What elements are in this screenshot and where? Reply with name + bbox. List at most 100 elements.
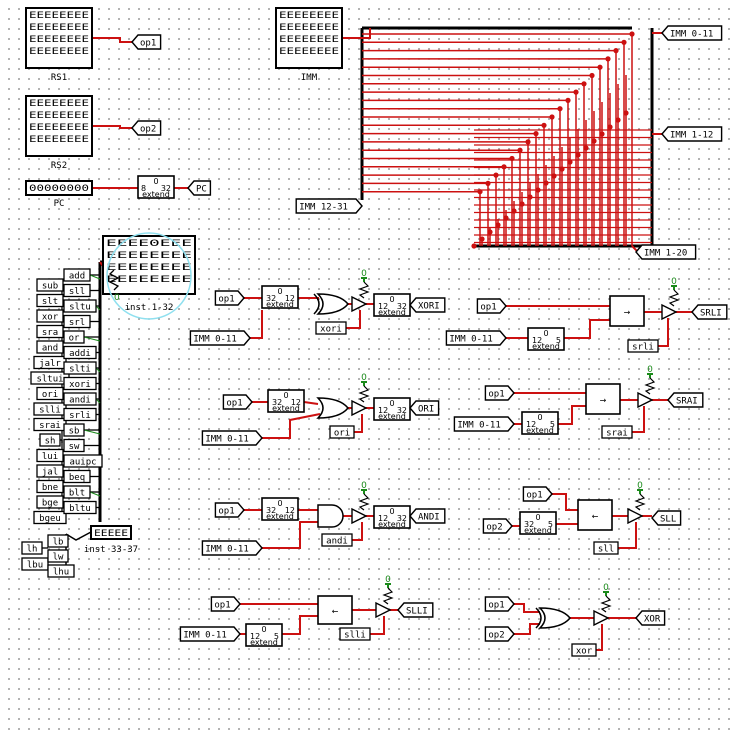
instr-or[interactable]: [63, 330, 85, 344]
srai-imm-tunnel[interactable]: [453, 416, 515, 432]
srli-extender[interactable]: [527, 327, 565, 351]
xori-extender[interactable]: [261, 285, 299, 309]
instr-jal-text: jal: [42, 468, 58, 478]
instr-bltu[interactable]: [63, 500, 97, 515]
srai-shifter[interactable]: [585, 383, 621, 415]
instr-sra[interactable]: [36, 324, 64, 339]
pc-extender[interactable]: [137, 175, 175, 199]
sll-ctrl[interactable]: [593, 541, 619, 555]
instr-bne[interactable]: [36, 479, 64, 494]
slli-op1-tunnel[interactable]: [210, 596, 241, 612]
instr-jalr-text: jalr: [39, 359, 61, 369]
imm-1-12-tunnel[interactable]: [661, 126, 723, 142]
instr-slt[interactable]: [36, 293, 64, 308]
instr-jal[interactable]: [36, 464, 64, 478]
ori-ctrl[interactable]: [329, 425, 355, 439]
instr-add[interactable]: [63, 268, 91, 282]
imm-register[interactable]: [275, 7, 343, 69]
instr-lb[interactable]: [47, 534, 69, 548]
xor-ctrl-text: xor: [576, 647, 593, 657]
instr-bge[interactable]: [36, 495, 64, 509]
xori-op1-tunnel[interactable]: [214, 290, 245, 306]
andi-extender[interactable]: [261, 497, 299, 521]
instr-xori[interactable]: [63, 376, 97, 391]
instr-lui[interactable]: [36, 448, 64, 463]
ori-extender[interactable]: [267, 389, 305, 413]
instr-lh[interactable]: [21, 541, 43, 555]
srli-imm-tunnel[interactable]: [445, 330, 507, 346]
ori-pull-resistor-icon: [358, 385, 370, 403]
xori-imm-tunnel[interactable]: [189, 330, 251, 346]
xori-out-tunnel[interactable]: [409, 297, 446, 313]
srai-out-tunnel[interactable]: [667, 392, 704, 408]
sll-op2-tunnel[interactable]: [482, 518, 513, 534]
srli-op1-tunnel[interactable]: [476, 298, 507, 314]
srli-ctrl[interactable]: [627, 339, 659, 353]
imm-fan-junction: [501, 164, 507, 170]
sll-out-tunnel[interactable]: [651, 510, 682, 526]
instr-sw-text: sw: [69, 442, 80, 452]
rs1-register[interactable]: [25, 7, 93, 69]
xor-op2-tunnel[interactable]: [484, 626, 515, 642]
instr-lw[interactable]: [47, 549, 69, 563]
srai-extender[interactable]: [521, 411, 559, 435]
xor-out-tunnel[interactable]: [635, 610, 666, 626]
instr-and[interactable]: [36, 340, 64, 354]
op1-tunnel[interactable]: [131, 34, 162, 50]
instr-ori-text: ori: [42, 390, 58, 400]
xor-ctrl[interactable]: [571, 643, 597, 657]
srai-op1-tunnel[interactable]: [484, 385, 515, 401]
ext-in: 12: [532, 336, 542, 345]
imm-0-11-tunnel[interactable]: [661, 25, 723, 41]
pc-tunnel[interactable]: [187, 180, 212, 196]
ext-in: 32: [266, 294, 276, 303]
xor-op1-tunnel[interactable]: [484, 596, 515, 612]
instr-sub[interactable]: [36, 278, 64, 292]
rs2-register[interactable]: [25, 95, 93, 157]
ori-out-tunnel[interactable]: [409, 400, 440, 416]
instr-srl[interactable]: [63, 314, 91, 329]
imm-1-20-tunnel[interactable]: [635, 244, 697, 260]
instr-srli[interactable]: [63, 407, 97, 422]
instr-bgeu[interactable]: [33, 510, 67, 525]
instr-lbu[interactable]: [21, 557, 49, 571]
ori-op1-tunnel[interactable]: [222, 394, 253, 410]
instr-beq[interactable]: [63, 469, 91, 484]
srai-ctrl[interactable]: [601, 425, 633, 439]
instr-sltu[interactable]: [63, 299, 97, 313]
instr-sh[interactable]: [39, 433, 61, 447]
srli-out-tunnel[interactable]: [691, 304, 728, 320]
slli-out-tunnel[interactable]: [397, 602, 434, 618]
srli-shifter[interactable]: [609, 295, 645, 327]
andi-ctrl[interactable]: [321, 533, 353, 547]
inst33-register[interactable]: [90, 525, 132, 540]
instr-slti[interactable]: [63, 361, 97, 375]
instr-ori[interactable]: [36, 386, 64, 401]
instr-xor[interactable]: [36, 309, 64, 323]
pc-register[interactable]: [25, 180, 93, 196]
imm-12-31-tunnel[interactable]: [295, 198, 363, 214]
slli-imm-tunnel[interactable]: [179, 626, 241, 642]
instr-blt[interactable]: [63, 485, 91, 499]
op2-tunnel[interactable]: [131, 120, 162, 136]
slli-shifter[interactable]: [317, 595, 353, 625]
instr-sw[interactable]: [63, 438, 85, 453]
instr-andi[interactable]: [63, 392, 97, 406]
andi-imm-tunnel[interactable]: [201, 540, 263, 556]
instr-sb-text: sb: [69, 427, 80, 437]
xori-ctrl[interactable]: [315, 321, 347, 335]
ori-imm-tunnel[interactable]: [201, 430, 263, 446]
instr-addi[interactable]: [63, 345, 97, 360]
sll-op1-tunnel[interactable]: [522, 486, 553, 502]
instr-lhu[interactable]: [47, 564, 75, 578]
slli-extender[interactable]: [245, 623, 283, 647]
slli-ctrl[interactable]: [339, 627, 371, 641]
sll-extender[interactable]: [519, 511, 557, 535]
andi-op1-tunnel[interactable]: [214, 502, 245, 518]
sll-shifter[interactable]: [577, 499, 613, 531]
andi-out-tunnel[interactable]: [409, 508, 446, 524]
instr-sll[interactable]: [63, 283, 91, 298]
instr-sb[interactable]: [63, 423, 85, 437]
instr-auipc[interactable]: [63, 454, 103, 468]
